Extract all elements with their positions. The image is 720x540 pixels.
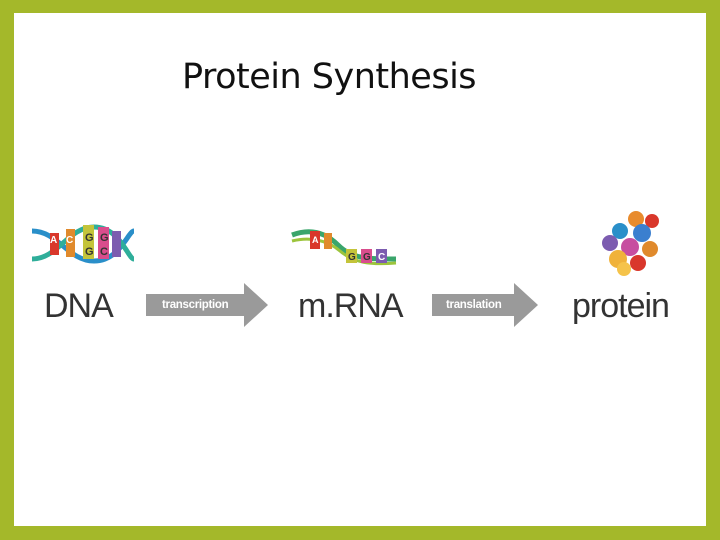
slide: Protein Synthesis A C G G G C DNA transc… bbox=[14, 13, 706, 526]
dna-base-4: G bbox=[100, 232, 109, 244]
slide-title: Protein Synthesis bbox=[181, 57, 477, 97]
mrna-base-3: G bbox=[363, 252, 371, 263]
translation-label: translation bbox=[446, 299, 502, 311]
arrow-right-icon bbox=[432, 283, 538, 327]
mrna-strand-icon: A G G C bbox=[291, 229, 397, 266]
dna-base-6: C bbox=[100, 246, 108, 258]
protein-cluster-icon bbox=[602, 211, 659, 276]
dna-base-1: A bbox=[50, 235, 57, 246]
transcription-arrow: transcription bbox=[146, 282, 268, 328]
mrna-base-1: A bbox=[312, 235, 319, 245]
transcription-label: transcription bbox=[162, 299, 229, 311]
dna-label: DNA bbox=[44, 287, 114, 325]
translation-arrow: translation bbox=[432, 282, 538, 328]
mrna-base-4: C bbox=[378, 252, 385, 263]
dna-double-helix-icon: A C G G G C bbox=[31, 224, 136, 264]
dna-base-3: G bbox=[85, 232, 94, 244]
mrna-base-2: G bbox=[348, 252, 356, 263]
dna-base-2: C bbox=[66, 235, 73, 246]
protein-label: protein bbox=[572, 287, 670, 325]
arrow-right-icon bbox=[146, 283, 268, 327]
dna-base-5: G bbox=[85, 246, 94, 258]
mrna-label: m.RNA bbox=[298, 287, 404, 325]
